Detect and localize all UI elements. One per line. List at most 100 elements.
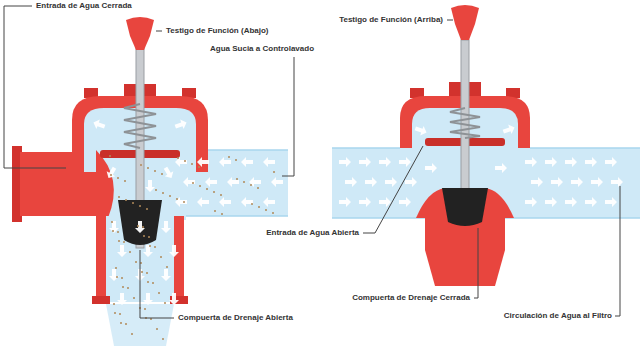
leader-line-part <box>615 186 620 316</box>
dirt-particle <box>156 328 158 330</box>
flow-arrow <box>545 197 557 207</box>
dirt-particle <box>154 246 156 248</box>
callout-label: Entrada de Agua Cerrada <box>36 1 132 11</box>
dirt-particle <box>147 167 149 169</box>
flow-arrow <box>585 157 597 167</box>
flow-arrow <box>345 177 357 187</box>
flow-arrow <box>385 177 397 187</box>
dirt-particle <box>169 195 171 197</box>
dirt-particle <box>146 208 148 210</box>
flow-arrow <box>249 177 261 187</box>
dirt-particle <box>133 297 135 299</box>
dirt-particle <box>184 160 186 162</box>
flow-arrow <box>104 165 119 180</box>
dirt-particle <box>124 180 126 182</box>
dirt-particle <box>123 241 125 243</box>
dirt-particle <box>131 333 133 335</box>
dirt-particle <box>137 225 139 227</box>
dirt-particle <box>199 185 201 187</box>
dirt-particle <box>192 182 194 184</box>
flow-arrow <box>109 221 119 233</box>
dirt-particle <box>243 181 245 183</box>
dirt-particle <box>117 231 119 233</box>
flow-arrow <box>359 197 371 207</box>
dirt-particle <box>119 313 121 315</box>
flow-arrow <box>117 245 127 257</box>
flow-arrow <box>263 157 275 167</box>
flow-arrow <box>571 177 583 187</box>
valve-filter <box>332 5 640 286</box>
dirt-particle <box>125 199 127 201</box>
dirt-particle <box>139 205 141 207</box>
dirt-particle <box>155 189 157 191</box>
dirt-particle <box>120 322 122 324</box>
flow-arrow <box>92 118 107 132</box>
flow-arrow <box>219 197 231 207</box>
dirt-particle <box>122 286 124 288</box>
flow-arrow <box>502 123 517 137</box>
dirt-particle <box>265 209 267 211</box>
flow-arrow <box>605 197 617 207</box>
leader-line-part <box>447 20 453 21</box>
valve-filter-part <box>451 5 479 40</box>
flow-arrow <box>117 293 127 305</box>
dirt-particle <box>257 187 259 189</box>
dirt-particle <box>117 177 119 179</box>
dirt-particle <box>141 271 143 273</box>
flow-arrow <box>161 269 171 281</box>
dirt-particle <box>127 287 129 289</box>
dirt-particle <box>149 245 151 247</box>
flow-arrow <box>135 221 145 233</box>
flow-arrow <box>545 157 557 167</box>
dirt-particle <box>161 173 163 175</box>
dirt-particle <box>251 203 253 205</box>
leader-line-part <box>4 6 66 168</box>
flow-arrow <box>379 197 391 207</box>
flow-arrow <box>271 177 283 187</box>
flow-arrow <box>241 157 253 167</box>
flow-arrow <box>183 177 195 187</box>
flow-arrow <box>405 177 417 187</box>
flow-arrow <box>565 197 577 207</box>
valve-backwash-part <box>124 104 156 148</box>
dirt-particle <box>118 196 120 198</box>
dirt-particle <box>206 188 208 190</box>
flow-arrow <box>359 157 371 167</box>
flow-arrows <box>92 118 623 340</box>
flow-arrow <box>525 197 537 207</box>
dirt-particle <box>109 155 111 157</box>
flow-arrow <box>175 197 187 207</box>
dirt-particle <box>191 163 193 165</box>
dirt-particle <box>118 240 120 242</box>
callout-label: Entrada de Agua Abierta <box>266 228 359 238</box>
flow-arrow <box>565 157 577 167</box>
flow-arrow <box>197 157 209 167</box>
flow-arrow <box>379 157 391 167</box>
leader-line-part <box>140 250 174 318</box>
flow-arrow <box>219 157 231 167</box>
flow-arrow <box>175 157 187 167</box>
flow-arrow <box>399 197 411 207</box>
flow-arrow <box>525 157 537 167</box>
dirt-particle <box>132 202 134 204</box>
valve-backwash-part <box>126 17 154 50</box>
flow-arrow <box>399 157 411 167</box>
valve-backwash-part <box>92 296 110 304</box>
dirt-particle <box>110 174 112 176</box>
dirt-particle <box>183 201 185 203</box>
flow-arrow <box>414 124 429 138</box>
dirt-particle <box>273 171 275 173</box>
dirt-particle <box>214 210 216 212</box>
dirt-particle <box>144 308 146 310</box>
dirt-particle <box>148 236 150 238</box>
dirt-particle <box>143 235 145 237</box>
flow-arrow <box>591 177 603 187</box>
flow-arrow <box>197 197 209 207</box>
dirt-particle <box>146 272 148 274</box>
flow-arrow <box>339 157 351 167</box>
dirt-particle <box>250 184 252 186</box>
dirt-particle <box>115 267 117 269</box>
flow-arrow <box>161 221 171 233</box>
dirt-particle <box>142 226 144 228</box>
flow-arrow <box>205 177 217 187</box>
